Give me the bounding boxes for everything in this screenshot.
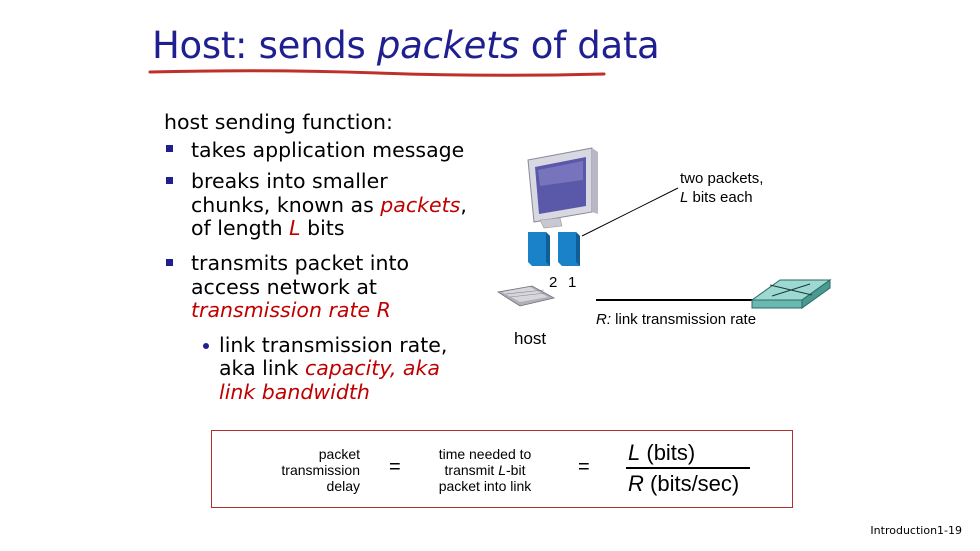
formula-mid-2: transmit L-bit xyxy=(414,462,556,478)
numerator-unit: (bits) xyxy=(640,440,696,465)
host-label: host xyxy=(514,329,547,348)
formula-mid-2b: -bit xyxy=(506,462,526,478)
denominator-unit: (bits/sec) xyxy=(643,471,740,496)
bullet-marker xyxy=(166,145,173,152)
bullet-marker xyxy=(166,259,173,266)
term-transmission-rate: transmission rate R xyxy=(191,298,391,322)
bullet-3-line-2: access network at xyxy=(191,275,377,299)
bullet-2-text-3-end: bits xyxy=(300,216,345,240)
sub-bullet-text: aka link xyxy=(219,356,305,380)
delay-formula-box xyxy=(211,430,793,508)
sub-bullet-marker xyxy=(203,343,209,349)
bullet-3-line-1: transmits packet into xyxy=(191,251,410,275)
formula-left-3: delay xyxy=(326,478,360,494)
slide-title: Host: sends packets of data xyxy=(152,24,660,67)
packet-number-2: 2 xyxy=(549,274,558,291)
bullet-2-text: chunks, known as xyxy=(191,193,381,217)
fraction-denominator: R (bits/sec) xyxy=(628,471,739,497)
formula-mid-3: packet into link xyxy=(438,478,532,494)
bullet-1-text: takes application message xyxy=(191,138,465,162)
packet-number-1: 1 xyxy=(568,274,577,291)
bullet-2-line-3: of length L bits xyxy=(191,217,345,240)
callout-text: bits each xyxy=(688,189,753,206)
term-L: L xyxy=(289,216,301,240)
bullet-2-line-2: chunks, known as packets, xyxy=(191,194,467,217)
fraction-bar xyxy=(626,467,750,469)
equals-sign-2: = xyxy=(578,456,590,478)
slide-footer: Introduction1-19 xyxy=(870,524,962,537)
bullet-2-line-1: breaks into smaller xyxy=(191,169,388,193)
bullet-2-punct: , xyxy=(460,193,467,217)
packet-2-icon xyxy=(528,232,550,266)
link-rate-label: R: link transmission rate xyxy=(596,311,756,328)
formula-left-term: packet transmission delay xyxy=(240,446,360,494)
monitor-icon xyxy=(527,147,598,229)
equals-sign-1: = xyxy=(389,456,401,478)
term-link-bandwidth: link bandwidth xyxy=(219,380,370,404)
title-underline xyxy=(148,69,606,77)
callout-line-1: two packets, xyxy=(680,170,764,187)
title-text-em: packets xyxy=(376,24,520,67)
callout-L: L xyxy=(680,189,689,206)
sub-bullet-line-1: link transmission rate, xyxy=(219,333,448,357)
packet-1-icon xyxy=(558,232,580,266)
formula-mid-1: time needed to xyxy=(438,446,532,462)
denominator-R: R xyxy=(628,471,644,496)
network-diagram xyxy=(496,147,832,309)
callout-line-2: L bits each xyxy=(680,189,753,206)
keyboard-icon xyxy=(496,285,556,307)
fraction-numerator: L (bits) xyxy=(628,440,695,466)
bullet-2-text-3: of length xyxy=(191,216,290,240)
formula-mid-2a: transmit xyxy=(444,462,499,478)
term-capacity: capacity, aka xyxy=(304,356,440,380)
formula-mid-L: L xyxy=(498,462,507,478)
bullet-marker xyxy=(166,177,173,184)
link-rate-R: R: xyxy=(596,311,611,328)
sub-bullet-line-2: aka link capacity, aka xyxy=(219,357,440,380)
intro-text: host sending function: xyxy=(164,110,393,134)
numerator-L: L xyxy=(628,440,641,465)
formula-left-2: transmission xyxy=(281,462,360,478)
formula-middle-term: time needed to transmit L-bit packet int… xyxy=(414,446,556,494)
formula-left-1: packet xyxy=(318,446,360,462)
callout-line xyxy=(581,187,679,237)
term-packets: packets xyxy=(380,193,461,217)
title-text-pre: Host: sends xyxy=(152,24,377,67)
title-text-post: of data xyxy=(519,24,660,67)
switch-icon xyxy=(750,279,832,309)
link-rate-text: link transmission rate xyxy=(611,311,757,328)
